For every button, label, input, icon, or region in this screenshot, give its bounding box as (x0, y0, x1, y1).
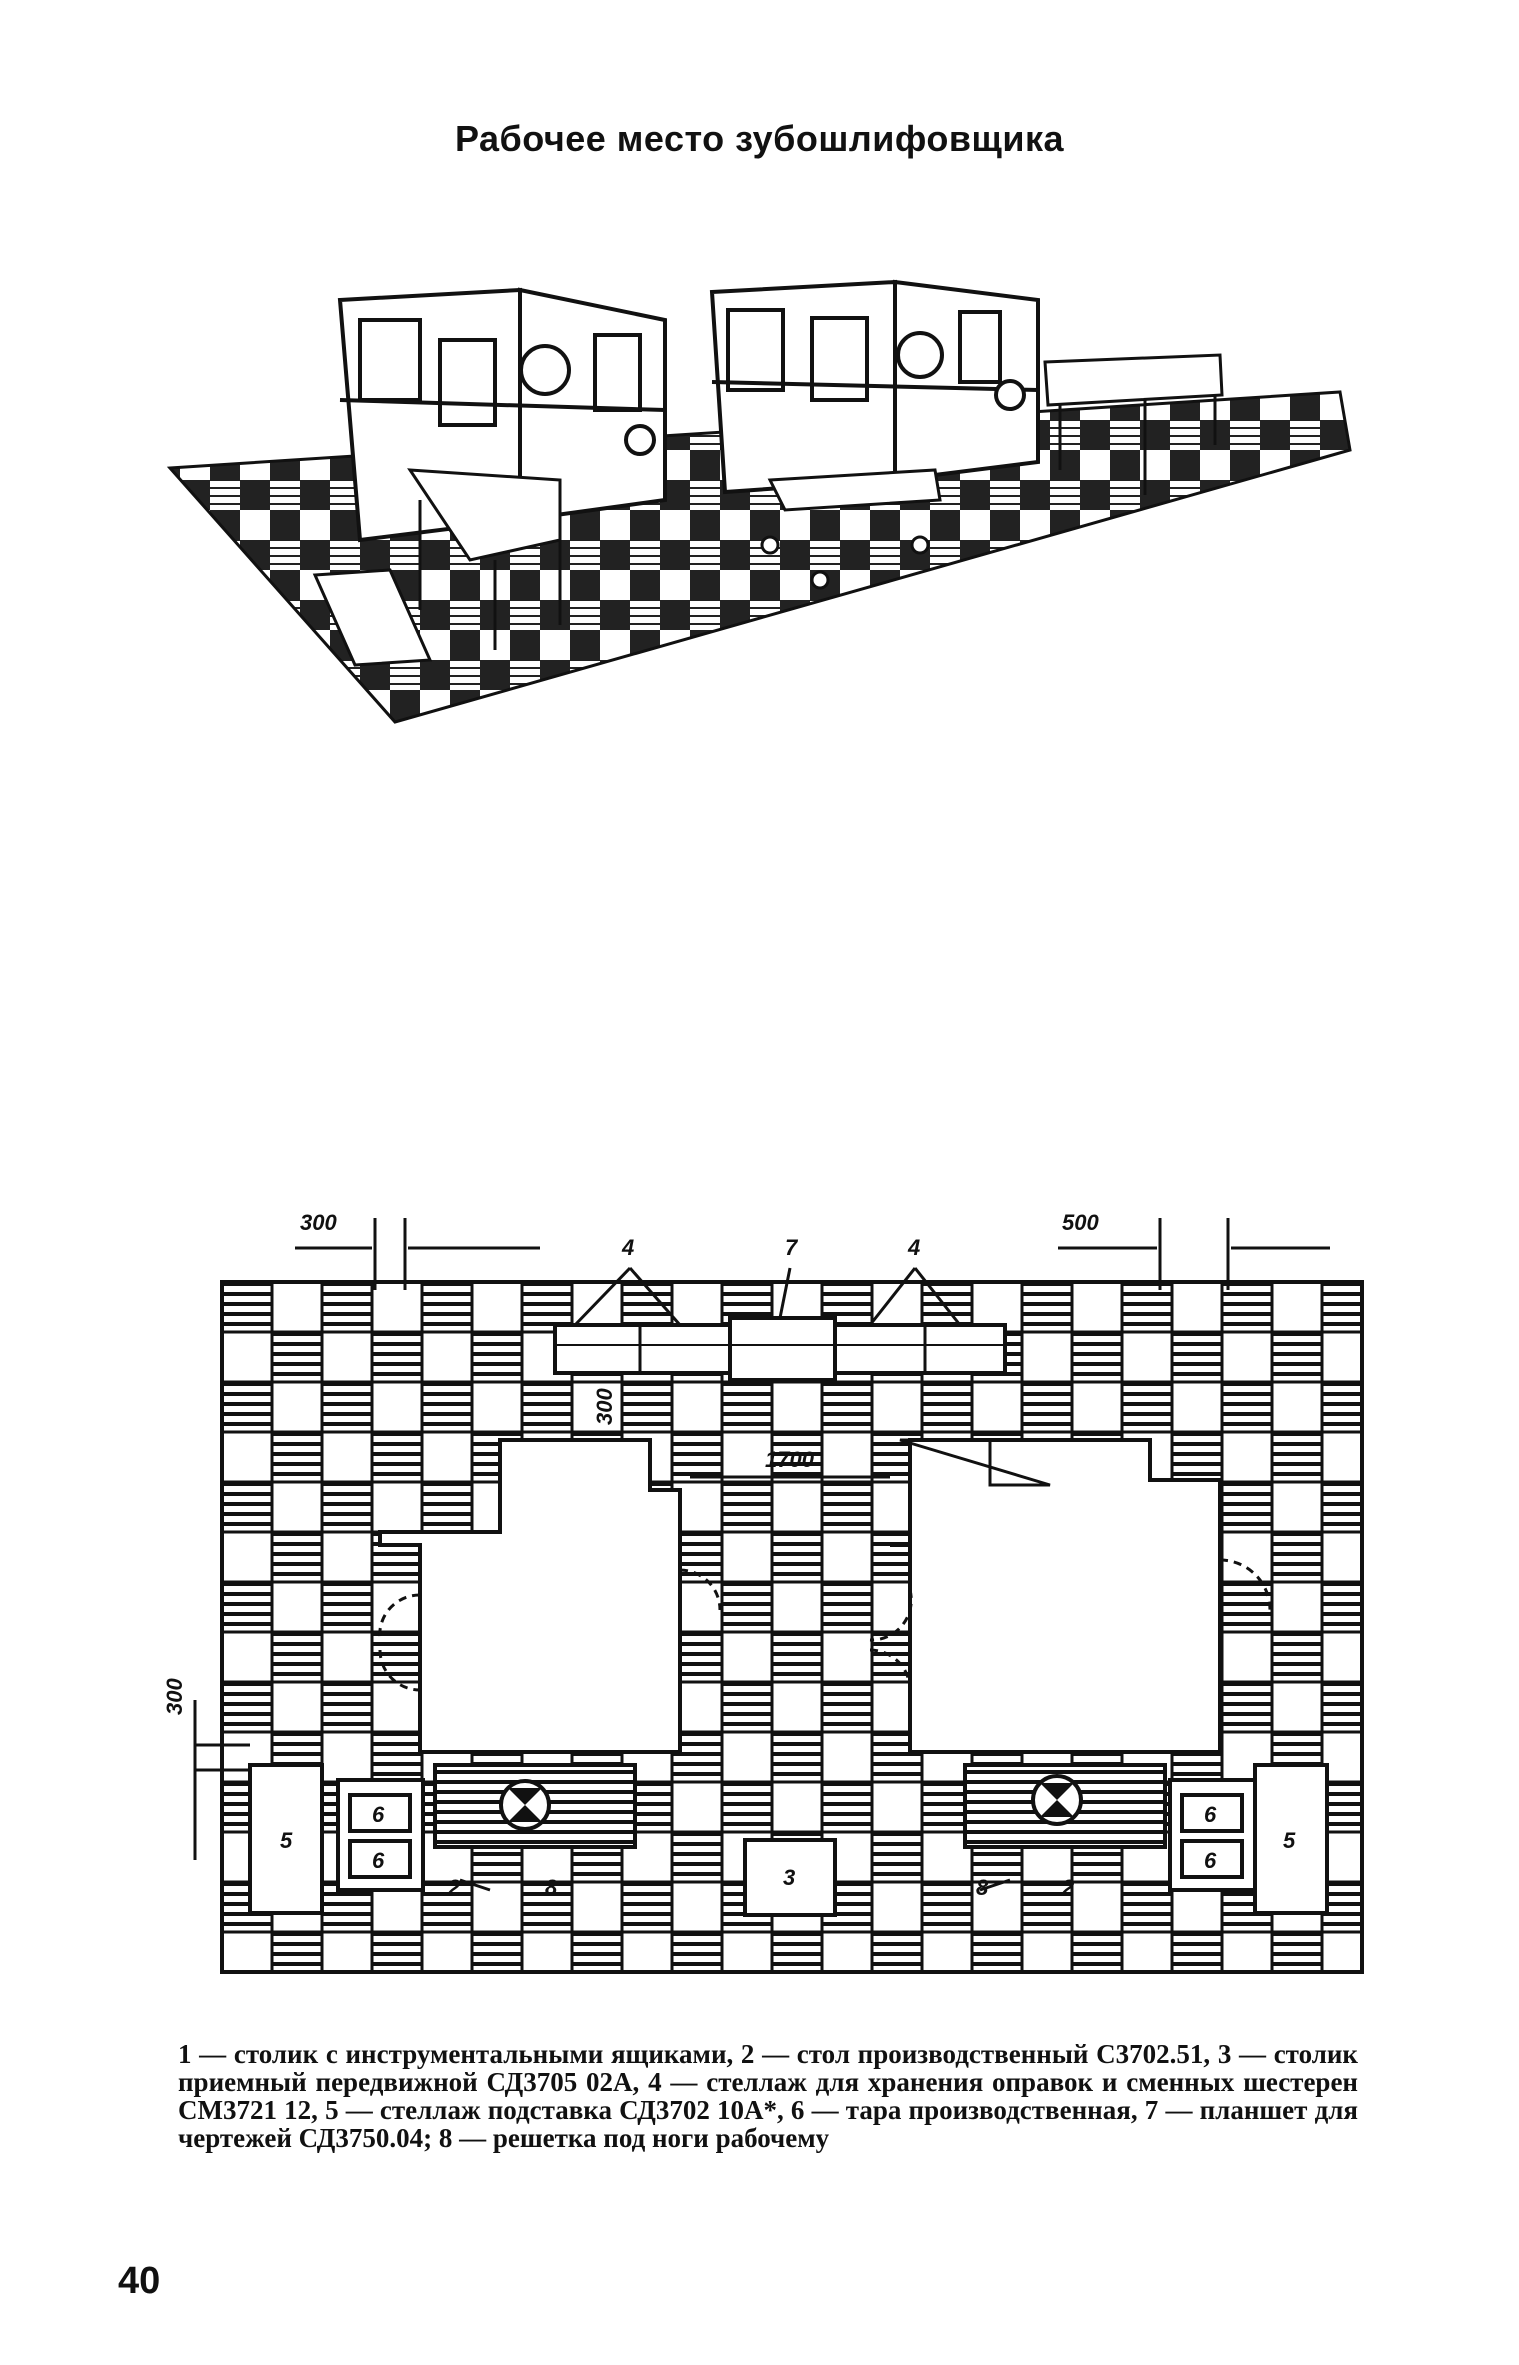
item-8-left: 8 (545, 1875, 558, 1900)
item-6-right-b: 6 (1204, 1848, 1217, 1873)
dim-1700: 1700 (765, 1447, 815, 1472)
page-title: Рабочее место зубошлифовщика (454, 118, 1065, 159)
dim-300-left: 300 (162, 1678, 187, 1715)
item-3: 3 (783, 1865, 795, 1890)
item-6-left-a: 6 (372, 1802, 385, 1827)
item-4-left: 4 (621, 1235, 634, 1260)
item-7: 7 (785, 1235, 799, 1260)
grate-left (312, 568, 433, 667)
item-5-right: 5 (1283, 1828, 1296, 1853)
item-4-right: 4 (907, 1235, 920, 1260)
ventilator-left-icon (499, 1779, 551, 1831)
item-6-right-a: 6 (1204, 1802, 1217, 1827)
machine-footprint-right (890, 1438, 1222, 1754)
machine-left (337, 287, 667, 543)
machine-footprint-left (378, 1438, 682, 1754)
item-2-left: 2 (447, 1875, 461, 1900)
shelf-right (1043, 353, 1224, 495)
item-6-left-b: 6 (372, 1848, 385, 1873)
item-2-right: 2 (1061, 1875, 1075, 1900)
caption-body: 1 — столик с инструментальными ящиками, … (178, 2039, 1358, 2153)
stand-right (1253, 1763, 1329, 1915)
ventilator-right-icon (1031, 1774, 1083, 1826)
cart (760, 468, 942, 590)
cart-center (743, 1838, 837, 1917)
item-5-left: 5 (280, 1828, 293, 1853)
dim-300-top: 300 (300, 1210, 337, 1235)
table-left (407, 468, 562, 650)
page-number: 40 (118, 2260, 161, 2302)
stand-left (248, 1763, 324, 1915)
figure-caption: 1 — столик с инструментальными ящиками, … (178, 2040, 1358, 2152)
dim-300-vertical: 300 (592, 1388, 617, 1425)
machine-right (709, 279, 1040, 495)
dim-500-top: 500 (1062, 1210, 1099, 1235)
item-8-right: 8 (976, 1875, 989, 1900)
